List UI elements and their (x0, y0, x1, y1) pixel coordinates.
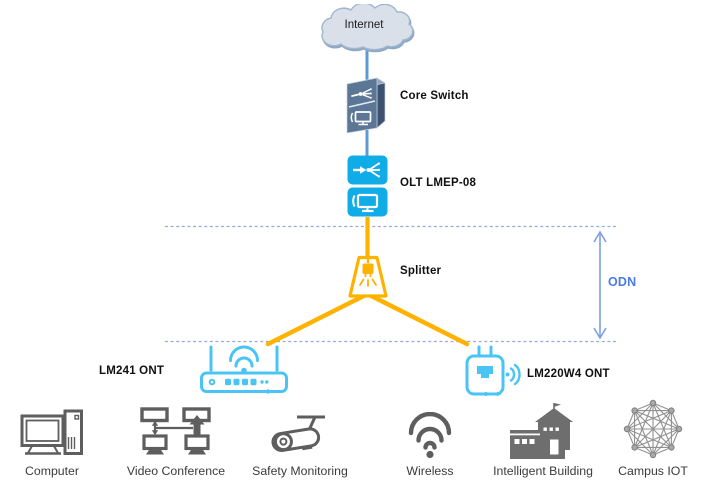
endpoint-wireless: Wireless (368, 402, 492, 478)
odn-range-arrow (593, 230, 607, 340)
endpoint-intelligent-building: Intelligent Building (481, 402, 605, 478)
endpoint-computer: Computer (0, 402, 114, 478)
splitter-to-lm220w4-fiber (365, 291, 470, 347)
wall-plug-ont-icon (465, 345, 521, 397)
computer-icon (0, 402, 114, 459)
endpoint-label: Intelligent Building (493, 464, 593, 478)
internet-cloud: Internet (316, 4, 416, 52)
endpoint-campus-iot: Campus IOT (591, 399, 708, 478)
lm220w4-ont-label: LM220W4 ONT (527, 368, 610, 380)
endpoint-label: Safety Monitoring (252, 464, 348, 478)
endpoint-label: Video Conference (126, 464, 226, 478)
video-conference-icon (114, 402, 238, 459)
lm241-ont-label: LM241 ONT (99, 365, 165, 377)
olt-label: OLT LMEP-08 (400, 177, 477, 189)
endpoint-label: Campus IOT (618, 464, 688, 478)
splitter-label: Splitter (400, 265, 442, 277)
core-switch-label: Core Switch (400, 90, 469, 102)
wifi-icon (368, 402, 492, 459)
endpoint-safety-monitoring: Safety Monitoring (238, 402, 362, 478)
splitter-to-lm241-fiber (265, 291, 370, 347)
olt-icon (347, 155, 388, 217)
splitter-icon (348, 255, 388, 298)
endpoint-video-conference: Video Conference (114, 402, 238, 478)
endpoint-label: Computer (25, 464, 79, 478)
endpoint-label: Wireless (406, 464, 454, 478)
odn-label: ODN (608, 275, 637, 289)
cctv-camera-icon (238, 402, 362, 459)
wifi-router-icon (200, 345, 288, 394)
mesh-network-icon (591, 399, 708, 459)
internet-label: Internet (344, 19, 384, 31)
core-switch-icon (346, 77, 386, 133)
cloud-icon (321, 4, 414, 51)
building-icon (481, 402, 605, 459)
